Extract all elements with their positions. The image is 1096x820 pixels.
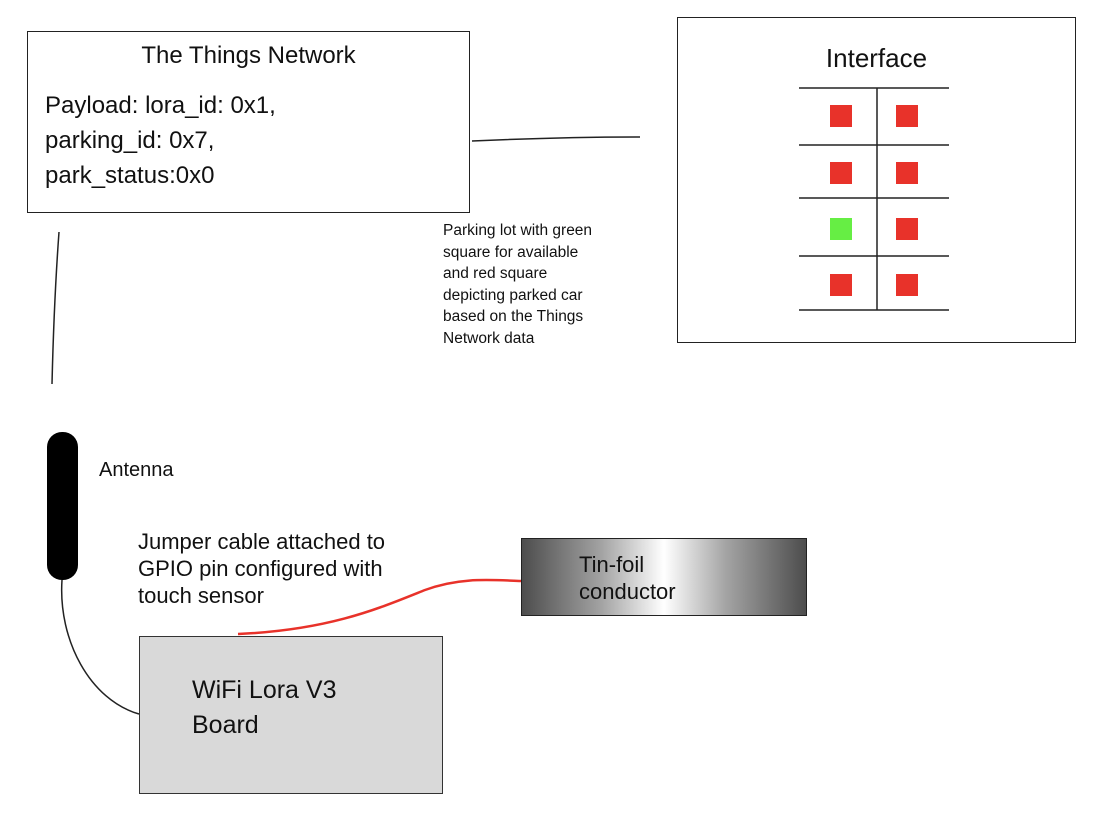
- ttn-box: The Things Network Payload: lora_id: 0x1…: [27, 31, 470, 213]
- payload-line: Payload: lora_id: 0x1,: [45, 92, 276, 119]
- tinfoil-label-line: Tin-foil: [579, 552, 645, 577]
- parking-slot-occupied: [896, 274, 918, 296]
- jumper-cable: [237, 578, 522, 636]
- parking-slot-occupied: [896, 218, 918, 240]
- jumper-label-line: Jumper cable attached to: [138, 529, 386, 554]
- tinfoil-label: Tin-foil conductor: [579, 551, 676, 605]
- note-line: based on the Things: [443, 308, 584, 325]
- board-label-line: Board: [192, 711, 259, 739]
- interface-box: Interface: [677, 17, 1076, 343]
- payload-line: park_status:0x0: [45, 162, 215, 189]
- parking-slot-available: [830, 218, 852, 240]
- board-label: WiFi Lora V3 Board: [192, 673, 336, 743]
- parking-slot-occupied: [830, 162, 852, 184]
- parking-lot-grid: [799, 87, 949, 311]
- note-line: depicting parked car: [443, 286, 583, 304]
- payload-line: parking_id: 0x7,: [45, 127, 215, 154]
- interface-title: Interface: [825, 43, 928, 73]
- jumper-label-line: touch sensor: [138, 583, 264, 608]
- jumper-label: Jumper cable attached to GPIO pin config…: [138, 528, 385, 609]
- interface-note: Parking lot with green square for availa…: [443, 220, 592, 349]
- parking-slot-occupied: [896, 162, 918, 184]
- antenna-to-board-cable: [60, 579, 140, 715]
- tinfoil-conductor-box: Tin-foil conductor: [521, 538, 807, 616]
- parking-slot-occupied: [896, 105, 918, 127]
- note-line: square for available: [443, 243, 579, 261]
- ttn-title: The Things Network: [141, 42, 356, 69]
- antenna-icon: [47, 432, 78, 580]
- note-line: Network data: [443, 329, 535, 347]
- parking-slot-occupied: [830, 274, 852, 296]
- ttn-to-antenna-link: [51, 231, 60, 385]
- wifi-lora-board-box: WiFi Lora V3 Board: [139, 636, 443, 794]
- ttn-to-interface-link: [471, 136, 641, 142]
- antenna-label: Antenna: [99, 459, 174, 481]
- parking-slot-occupied: [830, 105, 852, 127]
- tinfoil-label-line: conductor: [579, 579, 676, 604]
- board-label-line: WiFi Lora V3: [192, 676, 337, 704]
- ttn-payload: Payload: lora_id: 0x1, parking_id: 0x7, …: [45, 88, 276, 193]
- note-line: and red square: [443, 265, 548, 282]
- jumper-label-line: GPIO pin configured with: [138, 556, 383, 581]
- note-line: Parking lot with green: [443, 222, 593, 239]
